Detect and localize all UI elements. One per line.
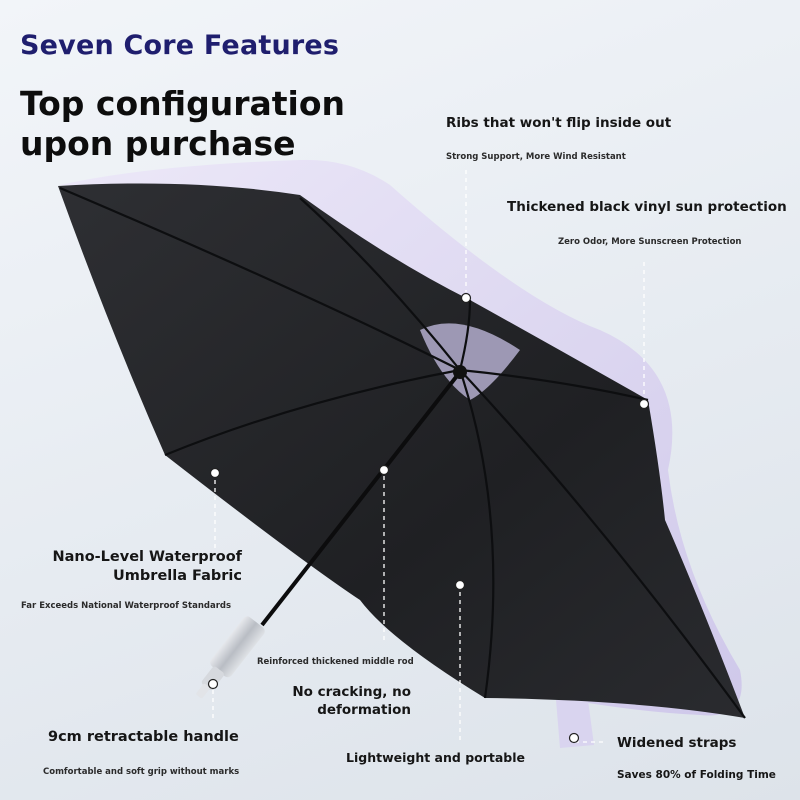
headline-line-1: Top configuration bbox=[20, 84, 346, 123]
headline: Top configuration upon purchase bbox=[20, 84, 345, 164]
feature-fabric-title-line-2: Umbrella Fabric bbox=[113, 568, 242, 584]
feature-fabric-subtitle: Far Exceeds National Waterproof Standard… bbox=[21, 601, 232, 611]
feature-cracking-title-line-1: No cracking, no bbox=[292, 684, 411, 700]
strap bbox=[556, 700, 594, 748]
feature-fabric-title: Nano-Level Waterproof Umbrella Fabric bbox=[52, 548, 242, 586]
hub-lining bbox=[420, 323, 520, 400]
feature-cracking-title: No cracking, no deformation bbox=[292, 683, 411, 719]
feature-cracking-title-line-2: deformation bbox=[317, 702, 411, 718]
middle-rod bbox=[260, 370, 462, 627]
canopy-ribs bbox=[59, 186, 746, 719]
feature-handle-title: 9cm retractable handle bbox=[48, 729, 239, 745]
feature-fabric-title-line-1: Nano-Level Waterproof bbox=[52, 549, 242, 565]
feature-portable-title: Lightweight and portable bbox=[346, 750, 526, 765]
feature-handle-subtitle: Comfortable and soft grip without marks bbox=[43, 767, 240, 777]
headline-line-2: upon purchase bbox=[20, 124, 296, 163]
feature-straps-title: Widened straps bbox=[617, 735, 737, 751]
feature-straps-subtitle: Saves 80% of Folding Time bbox=[617, 769, 776, 781]
kicker-title: Seven Core Features bbox=[20, 30, 340, 61]
feature-vinyl-subtitle: Zero Odor, More Sunscreen Protection bbox=[558, 237, 742, 247]
feature-ribs-subtitle: Strong Support, More Wind Resistant bbox=[446, 152, 626, 162]
feature-rod-title: Reinforced thickened middle rod bbox=[257, 657, 414, 667]
callout-leaders bbox=[212, 170, 645, 743]
canopy-black-underside bbox=[58, 183, 745, 718]
callout-dots bbox=[207, 292, 650, 744]
retractable-handle bbox=[196, 616, 265, 699]
feature-ribs-title: Ribs that won't flip inside out bbox=[446, 115, 672, 131]
top-notch bbox=[453, 365, 467, 379]
feature-vinyl-title: Thickened black vinyl sun protection bbox=[507, 199, 787, 215]
